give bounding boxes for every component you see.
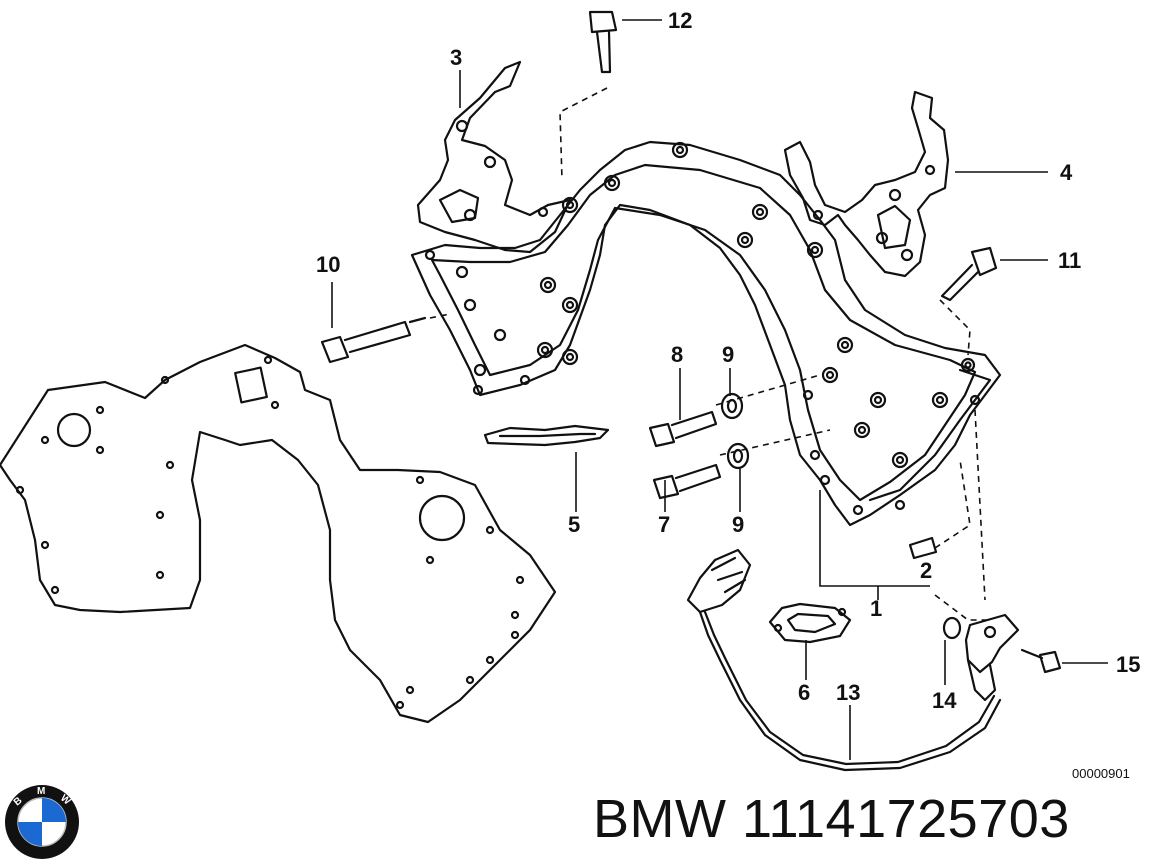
callout-11: 11 [1058,248,1081,273]
diagram-reference-number: 00000901 [1072,766,1130,781]
callout-5: 5 [568,512,580,537]
callout-8: 8 [671,342,683,367]
callout-14: 14 [932,688,957,713]
o-ring-part-14 [942,616,962,640]
brand-part-number: BMW 11141725703 [593,789,1070,849]
callout-labels: 12 3 4 11 10 8 9 5 7 9 2 1 6 13 14 15 00… [316,8,1140,781]
callout-6: 6 [798,680,810,705]
callout-1: 1 [870,596,882,621]
bolt-part-11 [940,246,998,302]
callout-12: 12 [668,8,692,33]
sensor-mount [964,613,1020,702]
svg-text:M: M [37,786,45,797]
callout-2: 2 [920,558,932,583]
bmw-roundel-logo: B M W [5,785,79,859]
gasket-part-4 [783,90,950,278]
sensor-part-13 [686,548,1002,772]
callout-10: 10 [316,252,340,277]
gasket-part-6 [768,602,852,644]
callout-15: 15 [1116,652,1140,677]
washer-part-9b [726,442,750,470]
callout-4: 4 [1060,160,1073,185]
callout-9-lower: 9 [732,512,744,537]
timing-case-cover-part-1 [410,140,1002,527]
callout-7: 7 [658,512,670,537]
leader-lines [331,19,1108,760]
callout-3: 3 [450,45,462,70]
engine-cover-plate [0,343,557,724]
gasket-part-3 [416,60,572,254]
gasket-part-5 [483,424,610,447]
callout-9-upper: 9 [722,342,734,367]
callout-13: 13 [836,680,860,705]
dowel-pin-part-2 [908,536,938,560]
bolt-part-7 [652,463,722,500]
bolt-part-12 [588,10,618,74]
bolt-part-8 [648,410,718,448]
bolt-part-15 [1020,648,1062,674]
bolt-part-10 [320,316,427,364]
